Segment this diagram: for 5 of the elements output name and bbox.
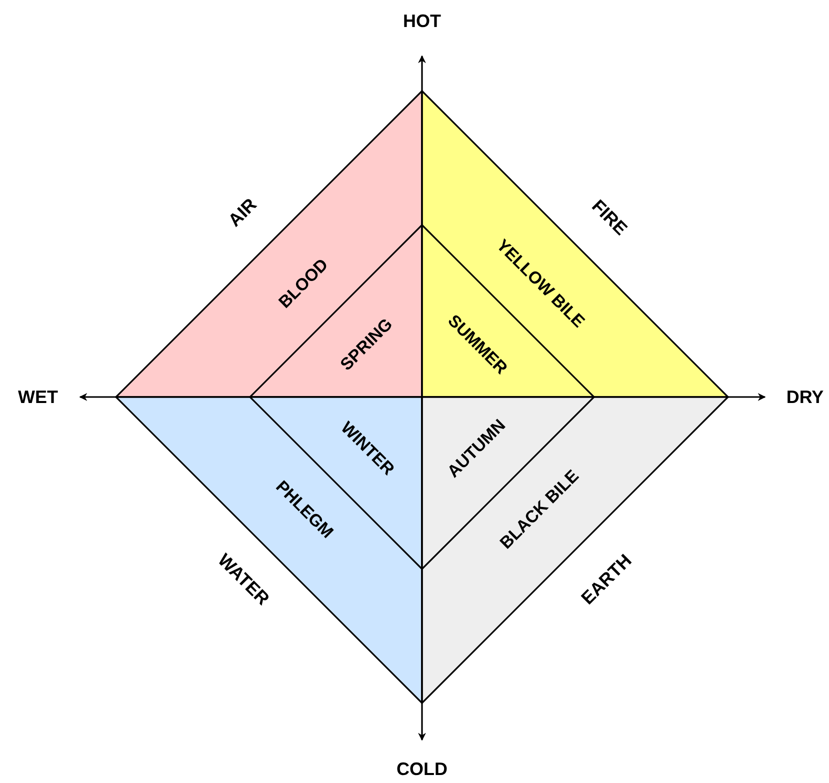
element-label: AIR — [225, 195, 261, 231]
axis-label: WET — [18, 388, 58, 408]
axis-label: DRY — [786, 388, 824, 408]
axis-label: HOT — [403, 12, 441, 32]
axis-label: COLD — [396, 760, 448, 780]
